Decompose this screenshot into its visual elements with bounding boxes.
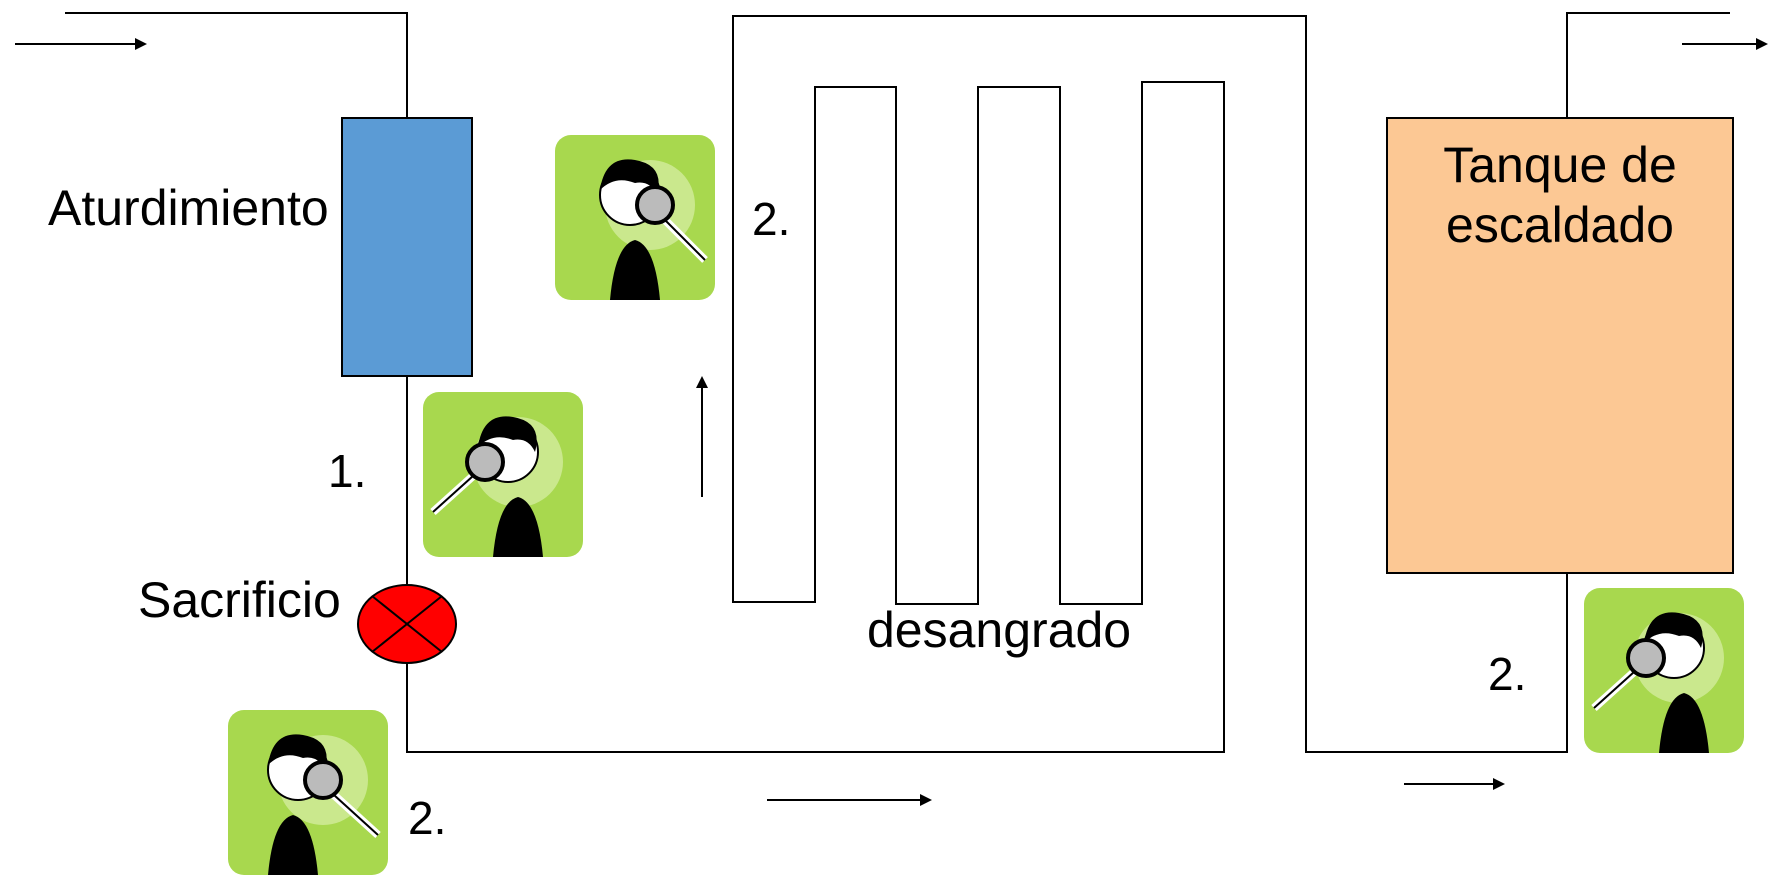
bleeding-label: desangrado	[867, 602, 1132, 658]
inspector-with-magnifier-icon	[555, 135, 715, 300]
checkpoint-label-after-stunning: 1.	[328, 445, 367, 497]
slaughter-label: Sacrificio	[138, 572, 341, 628]
inspector-with-magnifier-icon	[228, 710, 388, 875]
scald-tank-label-line2: escaldado	[1446, 197, 1674, 253]
x-circle-icon	[357, 584, 457, 664]
inspector-with-magnifier-icon	[423, 392, 583, 557]
checkpoint-label-bleeding-start: 2.	[752, 193, 791, 245]
scald-tank-label: Tanque de escaldado	[1387, 135, 1733, 255]
checkpoint-label-after-slaughter: 2.	[408, 792, 447, 844]
inspector-with-magnifier-icon	[1584, 588, 1744, 753]
scald-tank-label-line1: Tanque de	[1443, 137, 1677, 193]
stunning-box	[341, 117, 473, 377]
scald-tank	[1386, 117, 1734, 574]
conveyor-line-entry	[65, 12, 1730, 753]
checkpoint-label-after-scalding: 2.	[1488, 648, 1527, 700]
stunning-label: Aturdimiento	[48, 180, 329, 236]
